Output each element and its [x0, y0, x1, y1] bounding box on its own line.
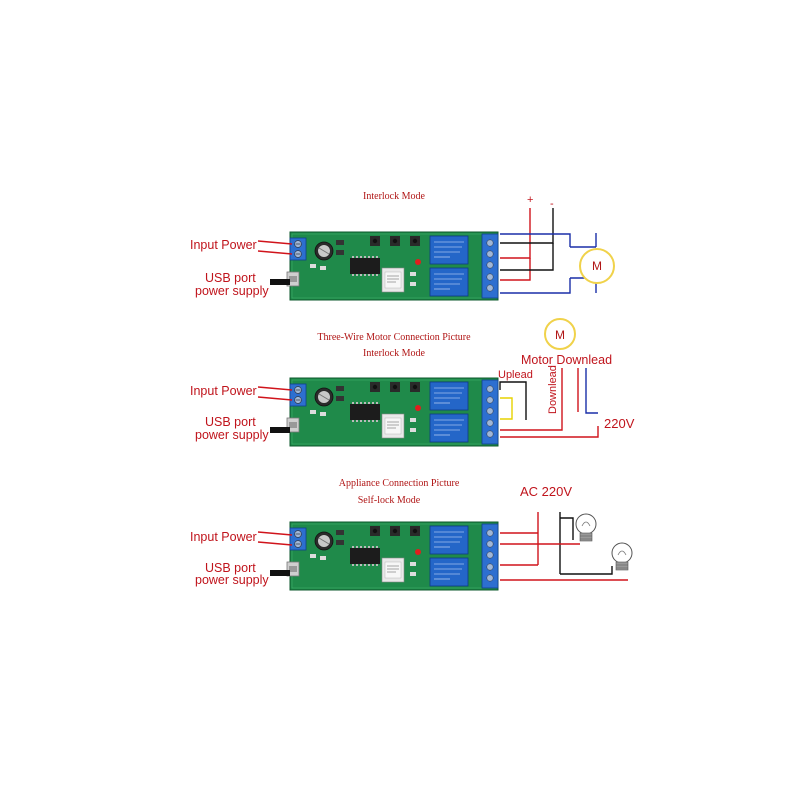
panel2-motor-letter: M	[555, 328, 565, 342]
panel3-usb-cable	[270, 570, 290, 576]
relay-board-2	[286, 377, 499, 447]
panel3-input-power-label: Input Power	[190, 530, 257, 544]
relay-board-1	[286, 231, 499, 301]
panel3-usb-line1: USB port	[205, 561, 256, 575]
panel1-motor: M	[579, 248, 615, 284]
panel2-motor-downlead-label: Motor Downlead	[521, 353, 612, 367]
panel1-output-wires	[500, 208, 597, 294]
panel2-caption-top: Three-Wire Motor Connection Picture	[317, 332, 471, 343]
panel2-output-wires	[499, 368, 599, 438]
panel1-input-power-wires	[257, 240, 293, 255]
panel1-input-power-label: Input Power	[190, 238, 257, 252]
panel-three-wire-motor: Three-Wire Motor Connection Picture Inte…	[190, 318, 635, 447]
panel2-usb-line1: USB port	[205, 415, 256, 429]
panel1-minus-label: -	[550, 198, 554, 210]
panel3-input-power-wires	[257, 531, 293, 546]
panel1-usb-line1: USB port	[205, 271, 256, 285]
panel2-input-power-label: Input Power	[190, 384, 257, 398]
panel2-usb-cable	[270, 427, 290, 433]
panel3-caption-top: Appliance Connection Picture	[339, 478, 460, 489]
panel1-caption: Interlock Mode	[363, 191, 425, 202]
panel2-caption: Interlock Mode	[363, 348, 425, 359]
panel1-usb-line2: power supply	[195, 284, 269, 298]
panel3-lamp-1-icon	[575, 513, 597, 542]
panel3-caption: Self-lock Mode	[358, 495, 421, 506]
panel2-motor: M	[544, 318, 576, 350]
panel-appliance-connection: Appliance Connection Picture Self-lock M…	[190, 478, 633, 591]
panel2-upload-label: Uplead	[498, 369, 533, 381]
panel3-voltage-label: AC 220V	[520, 484, 572, 499]
panel3-output-wires	[500, 512, 628, 581]
panel3-usb-line2: power supply	[195, 573, 269, 587]
panel2-download-label: Downlead	[547, 365, 559, 414]
relay-board-3	[286, 521, 499, 591]
panel1-plus-label: +	[527, 194, 533, 206]
panel-interlock-mode: Interlock Mode Input Power USB port powe…	[190, 191, 615, 301]
panel3-lamp-2-icon	[611, 542, 633, 571]
panel1-motor-letter: M	[592, 259, 602, 273]
panel2-usb-line2: power supply	[195, 428, 269, 442]
panel2-input-power-wires	[257, 386, 293, 401]
panel2-voltage-label: 220V	[604, 416, 635, 431]
panel1-usb-cable	[270, 279, 290, 285]
